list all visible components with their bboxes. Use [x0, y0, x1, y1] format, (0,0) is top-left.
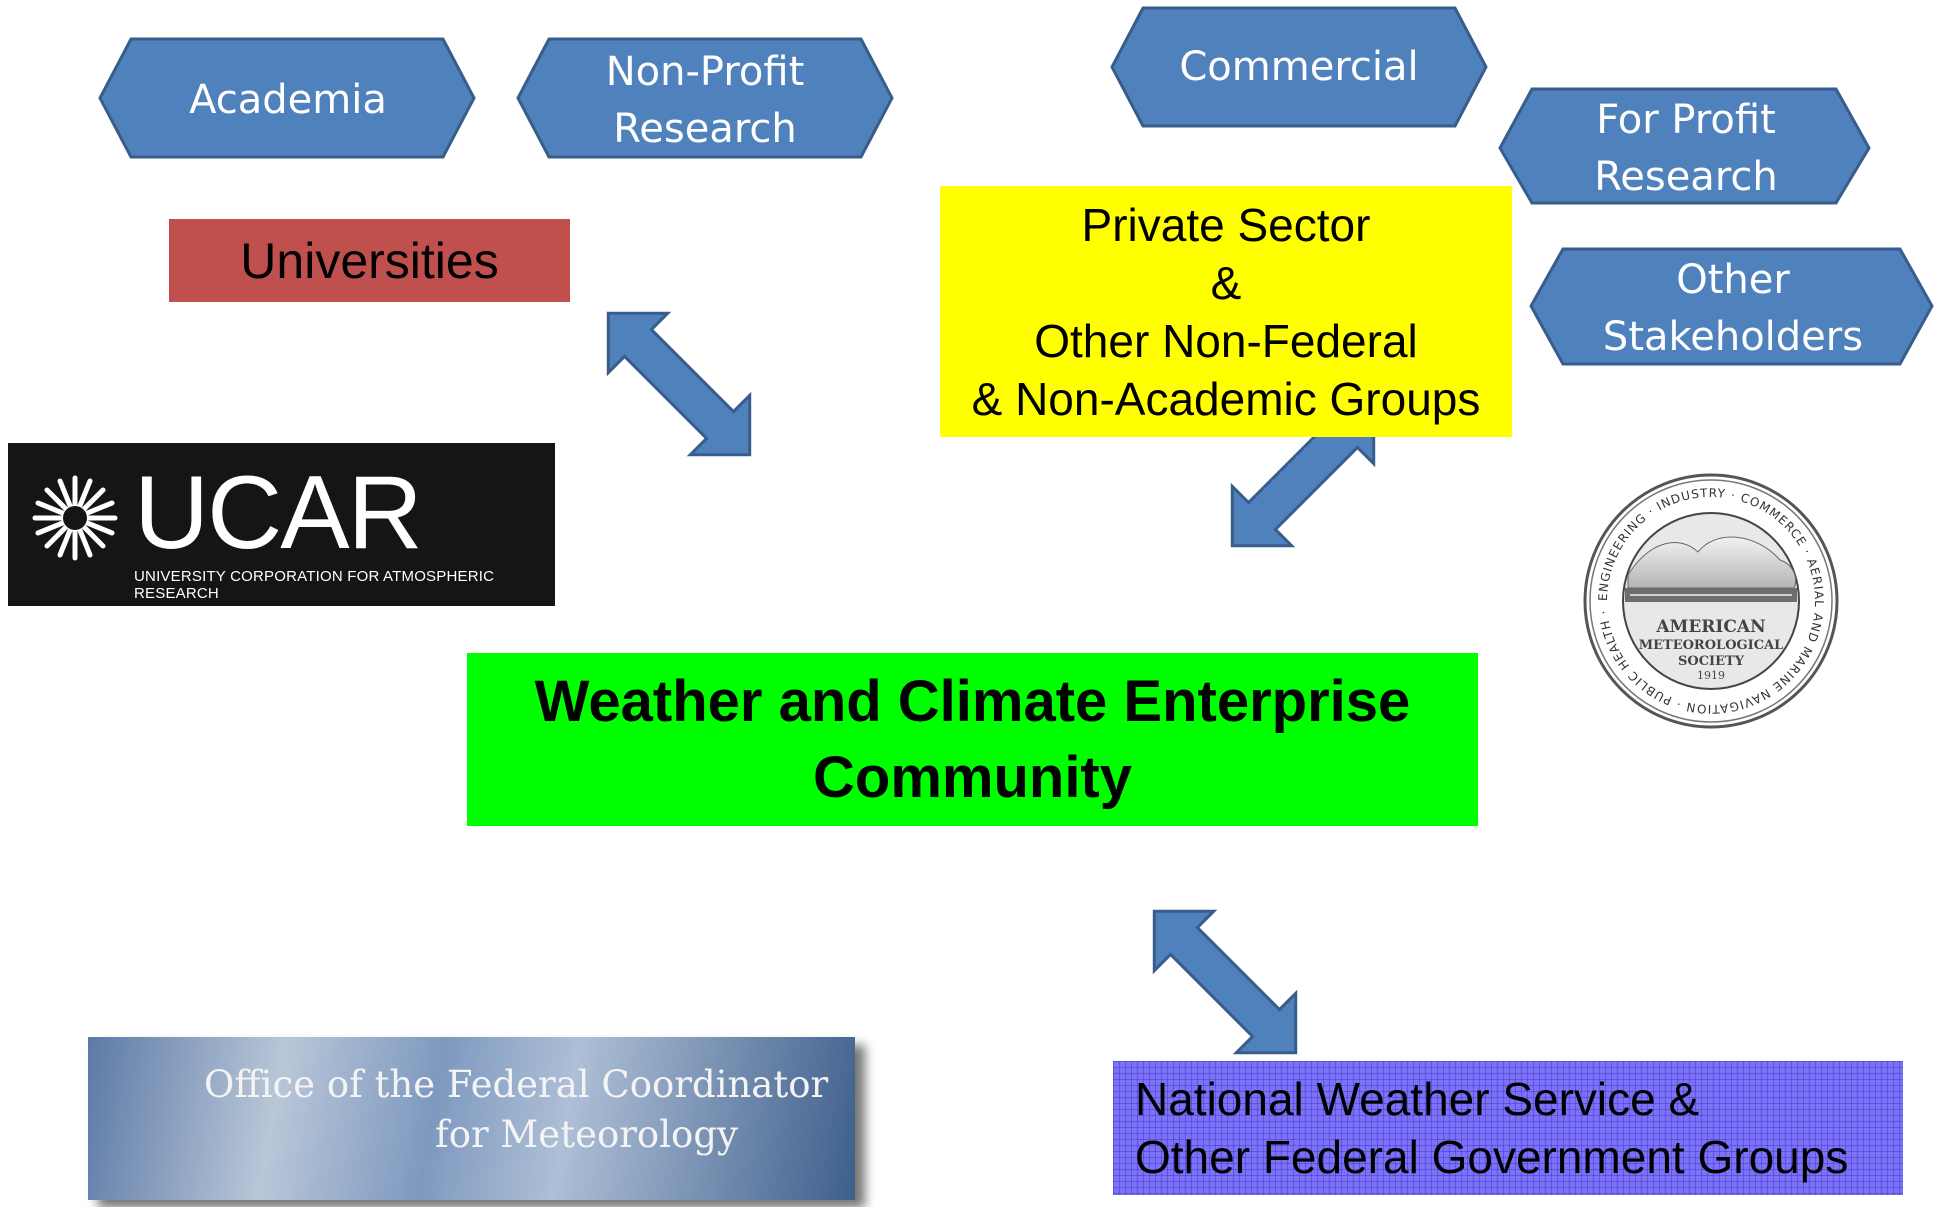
center-line-1: Weather and Climate Enterprise [534, 668, 1411, 734]
tag-academia: Academia [98, 37, 476, 159]
ucar-logo: UCAR UNIVERSITY CORPORATION FOR ATMOSPHE… [8, 443, 555, 606]
private-line-1: Private Sector [1081, 198, 1371, 251]
tag-other-line2: Stakeholders [1603, 314, 1863, 360]
federal-government-box: National Weather Service & Other Federal… [1113, 1061, 1903, 1195]
private-line-4: & Non-Academic Groups [971, 372, 1481, 425]
ofcm-logo: Office of the Federal Coordinator for Me… [88, 1037, 855, 1200]
ams-seal: ENGINEERING · INDUSTRY · COMMERCE · AERI… [1580, 470, 1839, 729]
nws-line-2: Other Federal Government Groups [1135, 1131, 1849, 1183]
universities-label: Universities [240, 232, 499, 289]
tag-non-profit-research: Non-Profit Research [516, 37, 894, 159]
tag-for-profit-line2: Research [1594, 154, 1777, 200]
tag-commercial-line1: Commercial [1179, 44, 1418, 90]
tag-for-profit-research: For Profit Research [1498, 87, 1871, 205]
universities-box: Universities [169, 219, 570, 302]
enterprise-community-box: Weather and Climate Enterprise Community [467, 653, 1478, 826]
ucar-subtitle: UNIVERSITY CORPORATION FOR ATMOSPHERIC R… [134, 568, 495, 602]
arrow-universities-center [606, 311, 752, 457]
ofcm-line-1: Office of the Federal Coordinator [204, 1063, 829, 1106]
ucar-wordmark: UCAR [134, 455, 423, 571]
tag-other-stakeholders: Other Stakeholders [1529, 247, 1934, 366]
private-line-3: Other Non-Federal [1034, 314, 1418, 367]
ams-seal-line-2: METEOROLOGICAL [1639, 638, 1784, 653]
tag-academia-line1: Academia [189, 77, 387, 123]
ams-seal-line-4: 1919 [1697, 669, 1725, 682]
private-line-2: & [1210, 256, 1242, 309]
ams-seal-line-1: AMERICAN [1655, 617, 1765, 637]
nws-line-1: National Weather Service & [1135, 1073, 1700, 1125]
tag-non-profit-line1: Non-Profit [606, 49, 805, 95]
private-sector-box: Private Sector & Other Non-Federal & Non… [940, 186, 1512, 437]
center-line-2: Community [813, 744, 1132, 810]
ams-seal-line-3: SOCIETY [1678, 654, 1745, 669]
tag-non-profit-line2: Research [613, 106, 796, 152]
tag-commercial: Commercial [1110, 6, 1488, 128]
arrow-center-nws [1152, 909, 1298, 1055]
tag-for-profit-line1: For Profit [1596, 97, 1776, 143]
ofcm-line-2: for Meteorology [435, 1113, 738, 1156]
tag-other-line1: Other [1676, 257, 1790, 303]
ucar-star-icon [32, 475, 118, 561]
